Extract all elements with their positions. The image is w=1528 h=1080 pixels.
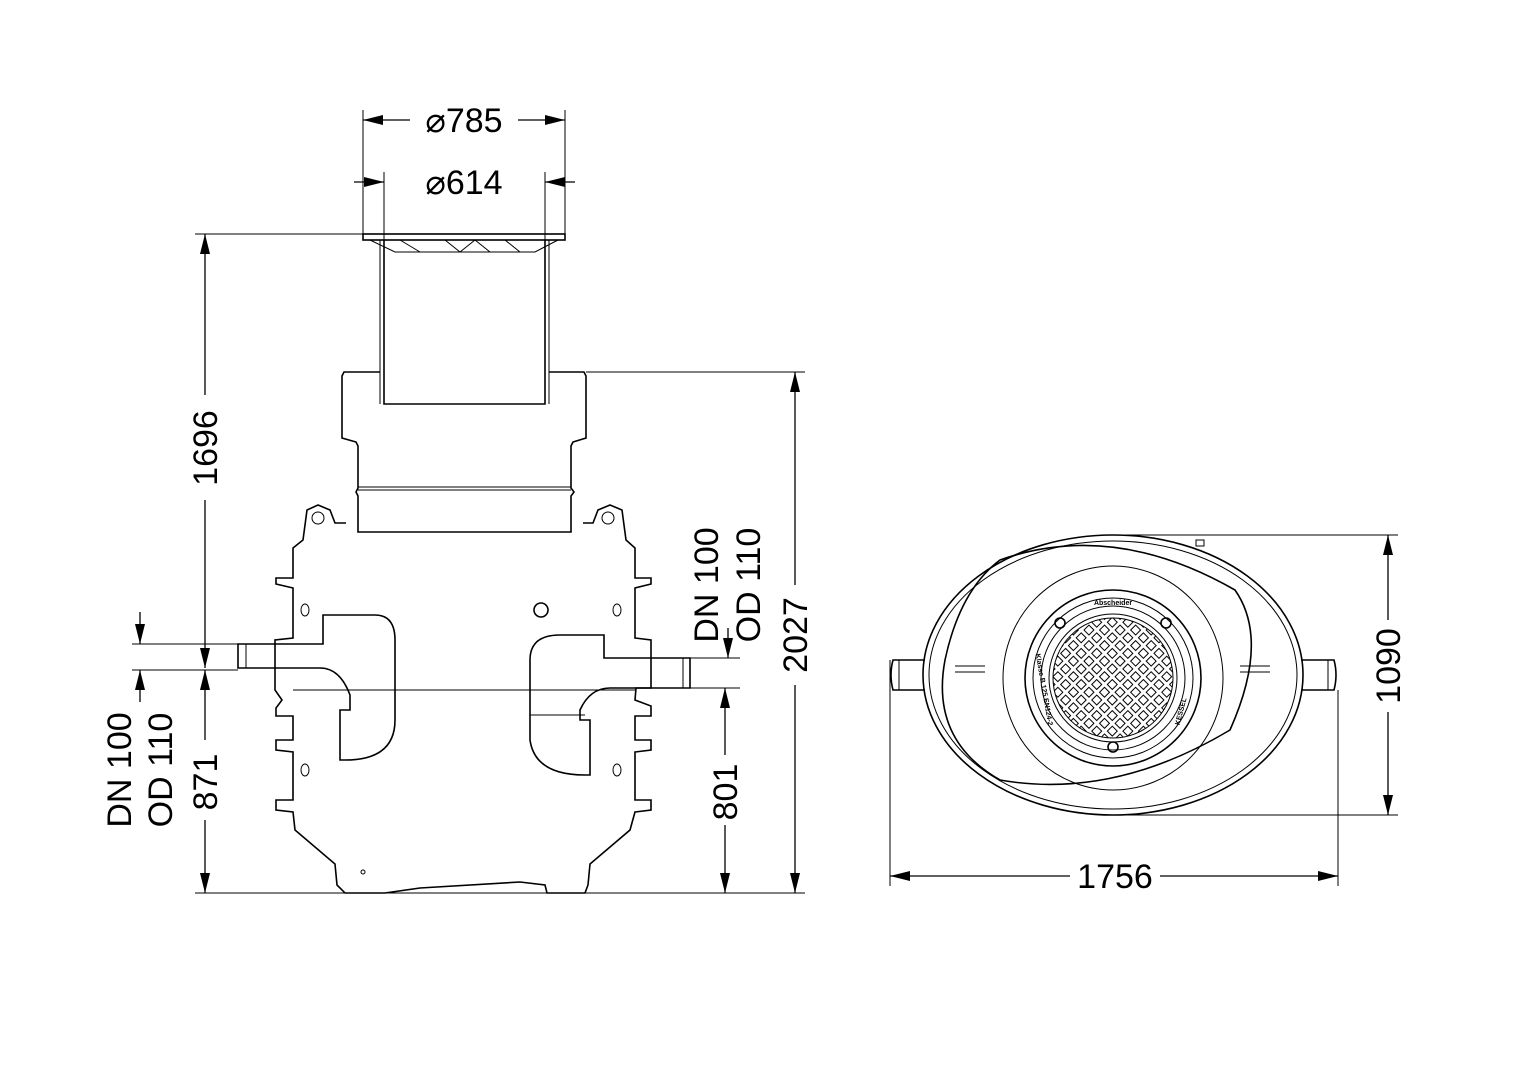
collar (341, 371, 587, 533)
diameter-inner-label: ⌀614 (425, 164, 502, 202)
dimension-diameter-outer: ⌀785 (362, 102, 566, 234)
bolt-icon (1160, 617, 1172, 629)
dimension-outlet-pipe: DN 100 OD 110 (688, 527, 768, 659)
dimension-1090: 1090 (1113, 534, 1408, 816)
inlet-dn-label: DN 100 (101, 712, 139, 827)
bolt-icon (1107, 741, 1119, 753)
dimension-diameter-inner: ⌀614 (354, 164, 575, 240)
tank-body (274, 504, 652, 894)
inlet-pipe (237, 614, 396, 761)
dimension-1756: 1756 (889, 660, 1339, 896)
cover-marking-top: Abscheider (1094, 600, 1132, 607)
outlet-od-label: OD 110 (730, 528, 768, 643)
bolt-icon (1054, 617, 1066, 629)
total-height-label: 2027 (777, 597, 815, 673)
plan-length-label: 1756 (1077, 858, 1153, 896)
dimension-801: 801 (690, 687, 745, 893)
side-view (237, 233, 691, 894)
outlet-pipe (529, 634, 691, 776)
dimension-1696: 1696 (187, 233, 363, 668)
dimension-871: 871 (187, 670, 225, 893)
riser (383, 240, 546, 405)
plan-width-label: 1090 (1370, 628, 1408, 704)
plan-outlet-stub (1301, 659, 1337, 691)
outlet-bottom-height-label: 801 (707, 764, 745, 821)
manhole-cover: Abscheider Klasse B 125 EN124-2 KESSEL (1024, 589, 1202, 767)
inlet-od-label: OD 110 (142, 713, 180, 828)
dimension-inlet-pipe: DN 100 OD 110 (101, 612, 238, 828)
plan-inlet-stub (890, 659, 925, 691)
plan-view: Abscheider Klasse B 125 EN124-2 KESSEL (890, 534, 1337, 816)
cover-frame (362, 233, 566, 253)
inlet-bottom-height-label: 871 (187, 754, 225, 811)
diameter-outer-label: ⌀785 (425, 102, 502, 140)
dimension-2027: 2027 (586, 371, 815, 893)
height-inlet-label: 1696 (187, 410, 225, 486)
outlet-dn-label: DN 100 (688, 527, 726, 642)
